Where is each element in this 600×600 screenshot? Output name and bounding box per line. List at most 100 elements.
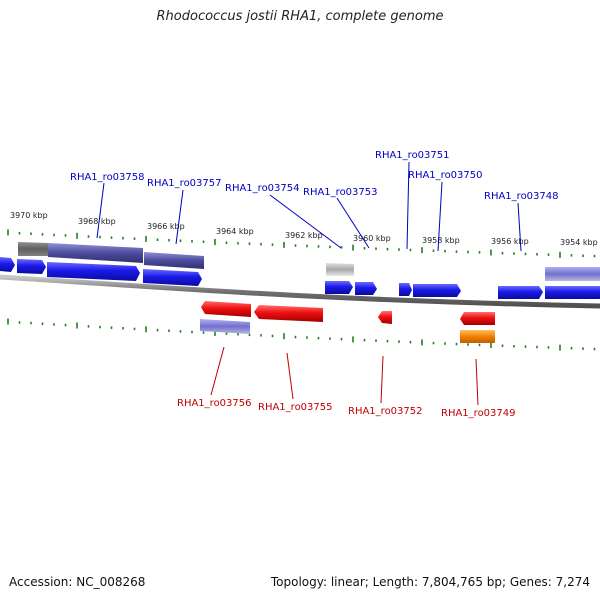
gene-label-ro03751[interactable]: RHA1_ro03751 bbox=[375, 150, 450, 161]
gene-label-ro03756[interactable]: RHA1_ro03756 bbox=[177, 398, 252, 409]
gene-arrow-ro03751[interactable] bbox=[399, 283, 412, 296]
feature-block bbox=[48, 243, 143, 263]
scale-label: 3966 kbp bbox=[147, 222, 185, 231]
gene-arrow-ro03757[interactable] bbox=[143, 269, 202, 286]
minor-tick bbox=[409, 248, 412, 252]
topology-summary: Topology: linear; Length: 7,804,765 bp; … bbox=[270, 575, 590, 589]
gene-arrow-ro03752[interactable] bbox=[378, 311, 392, 324]
major-tick bbox=[559, 251, 561, 258]
minor-tick bbox=[513, 252, 515, 255]
scale-labels: 3970 kbp 3968 kbp 3966 kbp 3964 kbp 3962… bbox=[10, 211, 598, 247]
gene-label-ro03755[interactable]: RHA1_ro03755 bbox=[258, 402, 333, 413]
major-tick bbox=[352, 336, 354, 343]
minor-tick bbox=[363, 247, 366, 250]
minor-tick bbox=[432, 341, 435, 345]
minor-tick bbox=[432, 249, 435, 252]
minor-tick bbox=[398, 340, 400, 343]
minor-tick bbox=[237, 242, 239, 245]
minor-tick bbox=[582, 254, 584, 257]
minor-tick bbox=[467, 250, 469, 254]
gene-arrow-ro03754[interactable] bbox=[325, 281, 353, 294]
major-tick bbox=[283, 241, 285, 248]
minor-tick bbox=[41, 233, 44, 236]
minor-tick bbox=[455, 342, 458, 346]
forward-label-connectors bbox=[96, 161, 522, 252]
gene-label-ro03754[interactable]: RHA1_ro03754 bbox=[225, 183, 300, 194]
minor-tick bbox=[18, 232, 21, 235]
minor-tick bbox=[294, 335, 297, 339]
minor-tick bbox=[237, 333, 239, 336]
minor-tick bbox=[340, 246, 343, 249]
minor-tick bbox=[53, 233, 55, 237]
minor-tick bbox=[64, 323, 67, 327]
minor-tick bbox=[478, 251, 481, 254]
minor-tick bbox=[547, 253, 550, 256]
minor-tick bbox=[122, 327, 124, 330]
reverse-feature-row bbox=[200, 319, 495, 343]
minor-tick bbox=[122, 236, 124, 240]
gene-label-ro03753[interactable]: RHA1_ro03753 bbox=[303, 187, 378, 198]
minor-tick bbox=[225, 241, 228, 244]
major-tick bbox=[421, 339, 423, 346]
gene-arrow-ro03758[interactable] bbox=[47, 262, 140, 281]
minor-tick bbox=[99, 325, 101, 329]
gene-arrow[interactable] bbox=[0, 257, 15, 272]
gene-arrow[interactable] bbox=[545, 286, 600, 299]
major-tick bbox=[145, 235, 147, 242]
scale-label: 3968 kbp bbox=[78, 217, 116, 226]
minor-tick bbox=[329, 245, 331, 249]
minor-tick bbox=[409, 340, 412, 344]
gene-label-ro03758[interactable]: RHA1_ro03758 bbox=[70, 172, 145, 183]
minor-tick bbox=[478, 343, 481, 347]
minor-tick bbox=[513, 345, 515, 348]
minor-tick bbox=[110, 326, 113, 329]
minor-tick bbox=[87, 325, 90, 328]
major-tick bbox=[421, 247, 423, 254]
minor-tick bbox=[547, 346, 550, 349]
gene-label-ro03757[interactable]: RHA1_ro03757 bbox=[147, 178, 222, 189]
gene-label-ro03752[interactable]: RHA1_ro03752 bbox=[348, 406, 423, 417]
gene-label-ro03749[interactable]: RHA1_ro03749 bbox=[441, 408, 516, 419]
major-tick bbox=[490, 249, 492, 256]
gene-arrow-ro03749[interactable] bbox=[460, 312, 495, 325]
gene-arrow-ro03755[interactable] bbox=[254, 305, 323, 322]
minor-tick bbox=[156, 328, 159, 332]
major-tick bbox=[145, 326, 147, 333]
feature-block bbox=[326, 263, 354, 276]
scale-label: 3958 kbp bbox=[422, 236, 460, 245]
scale-label: 3960 kbp bbox=[353, 234, 391, 243]
minor-tick bbox=[30, 321, 32, 325]
minor-tick bbox=[524, 252, 527, 256]
major-tick bbox=[559, 344, 561, 351]
minor-tick bbox=[386, 339, 389, 343]
minor-tick bbox=[64, 234, 67, 237]
minor-tick bbox=[444, 249, 446, 253]
gene-arrow-ro03748[interactable] bbox=[498, 286, 543, 299]
gene-label-ro03750[interactable]: RHA1_ro03750 bbox=[408, 170, 483, 181]
minor-tick bbox=[501, 344, 504, 347]
minor-tick bbox=[593, 254, 596, 258]
minor-tick bbox=[593, 347, 596, 351]
minor-tick bbox=[110, 236, 113, 239]
minor-tick bbox=[317, 245, 320, 248]
major-tick bbox=[352, 244, 354, 251]
minor-tick bbox=[53, 323, 55, 326]
gene-arrow[interactable] bbox=[17, 259, 46, 274]
gene-arrow-ro03756[interactable] bbox=[201, 301, 251, 317]
major-tick bbox=[7, 229, 9, 236]
gene-arrow-ro03753[interactable] bbox=[355, 282, 377, 295]
minor-tick bbox=[536, 345, 538, 349]
major-tick bbox=[214, 329, 216, 336]
minor-tick bbox=[271, 243, 274, 246]
scale-label: 3970 kbp bbox=[10, 211, 48, 220]
forward-genes bbox=[0, 257, 600, 299]
minor-tick bbox=[524, 345, 527, 348]
major-tick bbox=[7, 318, 9, 325]
minor-tick bbox=[99, 235, 101, 239]
gene-arrow-ro03750[interactable] bbox=[413, 284, 461, 297]
gene-label-ro03748[interactable]: RHA1_ro03748 bbox=[484, 191, 559, 202]
reverse-scale-ticks bbox=[7, 318, 596, 351]
minor-tick bbox=[375, 339, 377, 342]
minor-tick bbox=[18, 321, 21, 324]
minor-tick bbox=[41, 322, 44, 325]
